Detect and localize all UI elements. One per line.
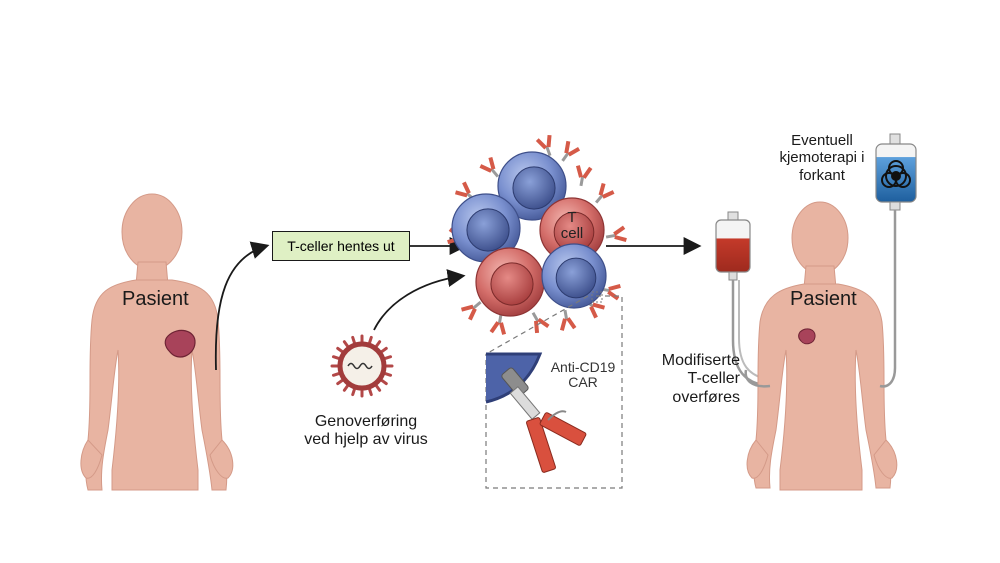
t-cell-label-line1: T xyxy=(567,209,577,226)
car-receptor-9 xyxy=(531,312,550,334)
car-receptor-1 xyxy=(535,134,552,157)
blue-t-cell-right xyxy=(541,243,607,309)
right-patient-silhouette xyxy=(746,201,898,491)
car-receptor-7 xyxy=(460,300,482,321)
extraction-box-label: T-celler hentes ut xyxy=(287,238,395,254)
left-patient-label: Pasient xyxy=(122,288,189,310)
right-patient-label: Pasient xyxy=(790,288,857,310)
transfer-caption: Modifiserte T-celler overføres xyxy=(630,352,740,407)
infusion-tube-left xyxy=(744,369,771,388)
extraction-box: T-celler hentes ut xyxy=(272,231,410,261)
car-receptor-12 xyxy=(559,309,577,331)
t-cell-label: T cell xyxy=(552,210,592,242)
chemo-line2: kjemoterapi i xyxy=(779,149,865,167)
chemo-line3: forkant xyxy=(799,166,845,184)
gene-transfer-caption: Genoverføring ved hjelp av virus xyxy=(296,413,436,450)
red-car-t-cell-bottom xyxy=(475,247,545,317)
car-receptor-8 xyxy=(489,313,507,335)
gene-transfer-line1: Genoverføring xyxy=(314,413,418,430)
biohazard-icon xyxy=(881,160,911,188)
blue-t-cell-left xyxy=(451,193,521,263)
gene-transfer-line2: ved hjelp av virus xyxy=(304,431,428,449)
car-receptor-icon xyxy=(501,367,587,473)
car-receptor-14 xyxy=(575,165,593,187)
chemo-line1: Eventuell xyxy=(791,132,853,149)
left-patient-tumor xyxy=(164,329,196,358)
right-patient-tumor xyxy=(798,328,816,345)
car-receptor-13 xyxy=(479,156,500,178)
car-label-line2: CAR xyxy=(568,374,598,391)
virus-particle xyxy=(330,334,394,398)
t-cell-cluster xyxy=(447,134,627,335)
virus-curve-arrow xyxy=(373,269,466,331)
car-receptor-2 xyxy=(561,140,581,162)
chemo-caption: Eventuell kjemoterapi i forkant xyxy=(772,132,872,184)
extraction-curve-arrow xyxy=(214,241,270,371)
modified-t-cell-bag xyxy=(715,211,771,388)
blue-t-cell-top xyxy=(497,151,567,221)
left-patient-silhouette xyxy=(80,193,234,491)
car-inset-label: Anti-CD19 CAR xyxy=(550,359,616,391)
car-receptor-5 xyxy=(594,182,615,204)
car-receptor-6 xyxy=(605,225,627,243)
t-cell-label-line2: cell xyxy=(560,224,584,242)
transfer-line2: T-celler xyxy=(687,370,740,388)
car-label-line1: Anti-CD19 xyxy=(550,359,616,375)
red-car-t-cell-labeled xyxy=(539,197,605,263)
transfer-line1: Modifiserte xyxy=(661,352,740,369)
transfer-line3: overføres xyxy=(672,388,740,406)
